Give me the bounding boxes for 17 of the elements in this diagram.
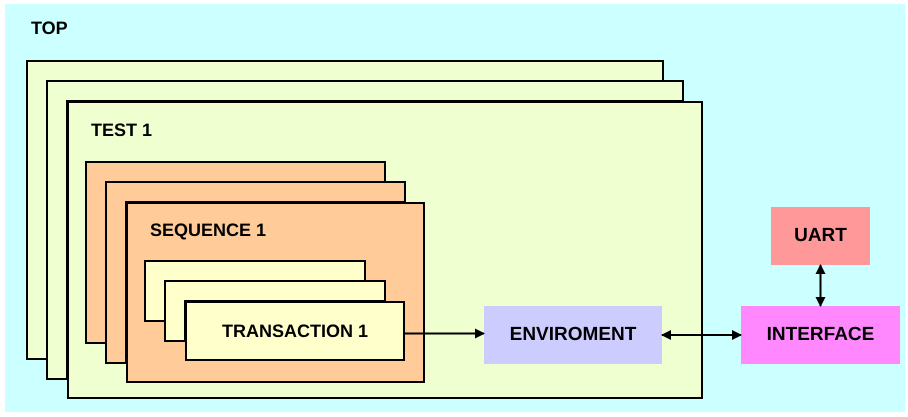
transaction-box: [185, 301, 405, 361]
box-label: TRANSACTION 1: [222, 320, 368, 342]
sequence-box: [126, 202, 425, 383]
environment-box: [484, 306, 662, 364]
interface-box: [741, 306, 900, 364]
uart-box: [771, 207, 870, 265]
box-label: ENVIROMENT: [510, 324, 636, 346]
canvas-panel: [5, 4, 905, 412]
arrow: [661, 330, 742, 340]
box-label: INTERFACE: [766, 324, 874, 346]
arrow: [405, 328, 485, 338]
box-label: UART: [794, 225, 847, 247]
box-label: TOP: [31, 18, 68, 39]
box-label: TEST 1: [91, 120, 152, 141]
box-label: SEQUENCE 1: [150, 220, 266, 241]
arrow: [816, 264, 826, 307]
test-box: [67, 101, 703, 399]
